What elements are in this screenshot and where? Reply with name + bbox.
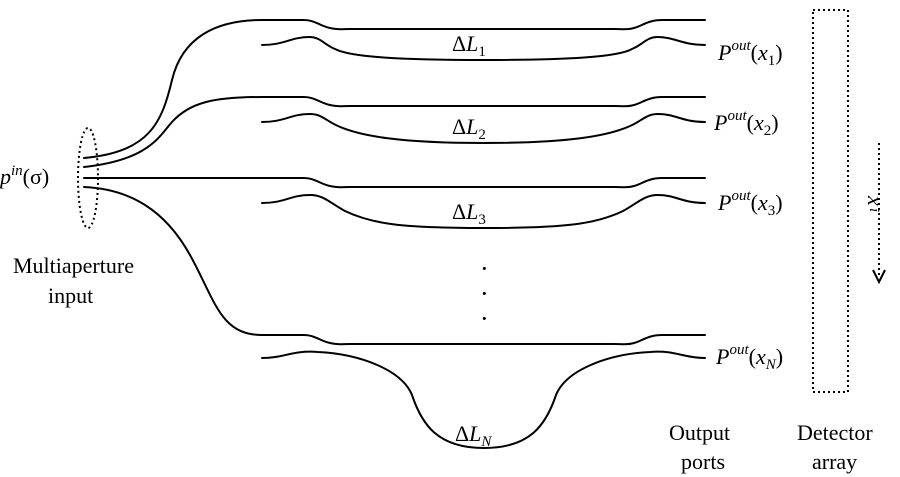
delta-l-2-label: ΔL2	[452, 114, 486, 143]
delta-l-n-label: ΔLN	[455, 421, 492, 450]
svg-text:i: i	[866, 208, 882, 212]
output-ports-caption-line1: Output	[669, 420, 730, 445]
delta-l-1-label: ΔL1	[452, 31, 486, 60]
detector-caption-line1: Detector	[797, 420, 873, 445]
output-label-2: Pout(x2)	[713, 108, 779, 139]
detector-axis-label: x	[863, 195, 888, 206]
detector-axis-subscript: i	[866, 208, 882, 212]
interferometer-arm-n	[261, 334, 706, 450]
output-ports-caption-line2: ports	[681, 449, 725, 474]
input-fiber-1	[83, 19, 263, 159]
detector-caption-line2: array	[812, 449, 857, 474]
ellipsis-dot-1: ·	[480, 254, 489, 283]
multiaperture-ellipse	[77, 127, 99, 229]
delta-l-3-label: ΔL3	[452, 199, 486, 228]
interferometer-arm-3	[261, 177, 706, 230]
svg-text:x: x	[863, 195, 888, 206]
interferometer-arm-1	[261, 19, 706, 62]
output-label-3: Pout(x3)	[717, 188, 783, 219]
ellipsis-dot-3: ·	[480, 304, 489, 333]
input-fiber-2	[83, 96, 263, 168]
interferometer-arm-2	[261, 96, 706, 145]
input-field-label: pin(σ)	[0, 163, 49, 189]
input-caption: input	[48, 283, 93, 308]
output-label-1: Pout(x1)	[717, 38, 783, 69]
input-waveguides	[83, 19, 263, 336]
ellipsis-dot-2: ·	[480, 279, 489, 308]
output-label-n: Pout(xN)	[715, 342, 783, 373]
multiaperture-caption: Multiaperture	[13, 253, 134, 278]
input-fiber-n	[83, 186, 263, 336]
detector-array-frame	[812, 9, 849, 393]
detector-axis-arrow	[872, 143, 886, 285]
